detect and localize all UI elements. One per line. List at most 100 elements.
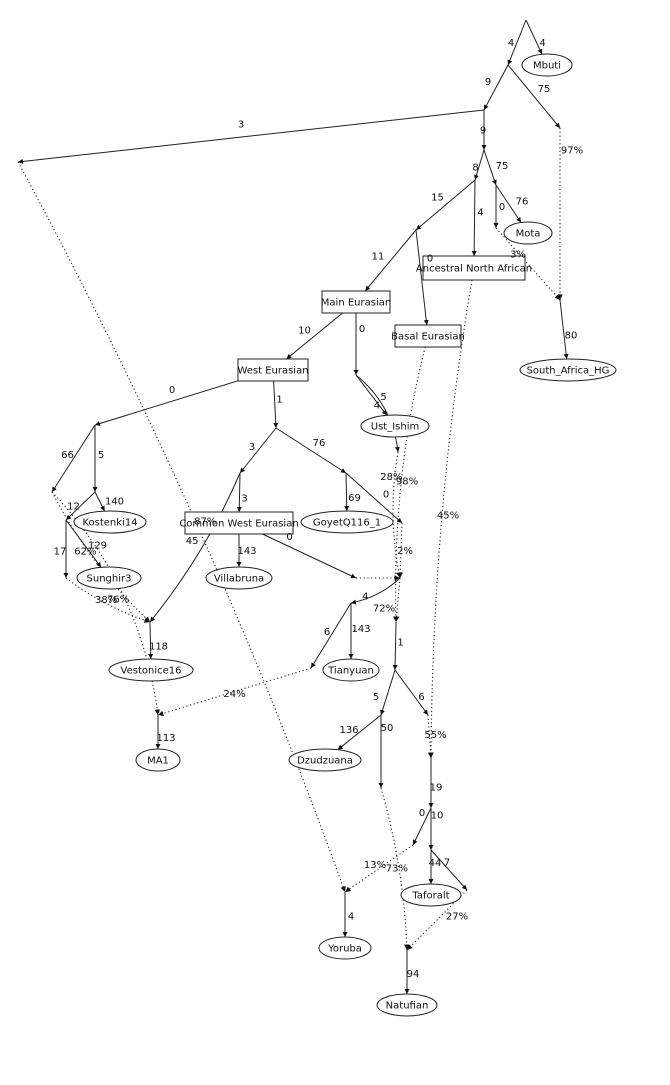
drift-edge-n2-n4 <box>17 109 485 164</box>
node-label-ust: Ust_Ishim <box>371 422 419 433</box>
drift-edge-n34-n35 <box>412 807 432 846</box>
edge-label-be_n26: 28% <box>380 472 402 483</box>
edge-label-n29_n30: 5 <box>373 692 379 703</box>
node-label-me: Main Eurasian <box>321 298 391 309</box>
drift-edge-n11-n12 <box>355 374 400 453</box>
node-sung-shape <box>76 566 142 590</box>
admixture-edge-n4-n38 <box>17 161 346 893</box>
drift-edge-n5-n6 <box>474 149 485 181</box>
node-be-box <box>394 324 462 348</box>
drift-edge-cwe-n23 <box>262 533 357 579</box>
edge-label-cwe_villa: 143 <box>237 546 256 557</box>
edge-label-n15_n21: 62% <box>74 547 96 558</box>
edge-label-n28_ma1: 113 <box>156 733 175 744</box>
node-me-box <box>321 290 391 314</box>
edge-label-n29_n31: 6 <box>418 692 424 703</box>
node-label-villa: Villabruna <box>214 574 264 585</box>
node-tian-shape <box>322 658 380 682</box>
node-label-sa: South_Africa_HG <box>527 366 610 377</box>
edge-label-n11_ust: 5 <box>380 392 386 403</box>
admixture-edge-n10-n9 <box>495 227 561 301</box>
node-we-box <box>237 358 309 382</box>
drift-edge-n19-cwe <box>236 472 242 513</box>
admixture-edge-n24-n26 <box>393 577 401 623</box>
drift-edge-n14-n19 <box>239 427 277 474</box>
node-label-ana: Ancestral North African <box>416 264 532 275</box>
node-label-mota: Mota <box>516 229 541 240</box>
edge-label-we_n14: 1 <box>276 395 282 406</box>
node-label-dzu: Dzudzuana <box>297 756 353 767</box>
edge-label-n12_n24: 98% <box>396 477 418 488</box>
edge-label-ana_n33: 45% <box>437 511 459 522</box>
drift-edge-n20-n22 <box>345 472 403 524</box>
drift-edge-n5-n7 <box>483 149 497 186</box>
node-label-sung: Sunghir3 <box>87 574 132 585</box>
edge-label-n31_n33: 55% <box>424 730 446 741</box>
drift-edge-we-n14 <box>273 380 279 429</box>
edge-label-n6_ana: 4 <box>477 208 483 219</box>
node-taf-shape <box>400 883 462 907</box>
edge-label-n39_nat: 94 <box>407 969 420 980</box>
edge-label-n16_n17: 12 <box>67 502 80 513</box>
node-ana-box <box>422 255 526 281</box>
edge-label-root_mbuti: 4 <box>539 38 545 49</box>
edge-label-n19_cwe: 3 <box>241 494 247 505</box>
drift-edge-n1-n3 <box>507 64 561 129</box>
node-villa-shape <box>205 566 273 590</box>
drift-edge-n6-n8 <box>415 179 476 231</box>
drift-edge-n6-ana <box>471 179 477 257</box>
admixture-edge-be-n26 <box>393 346 426 623</box>
edge-label-n38_yor: 4 <box>348 912 354 923</box>
edge-label-me_n11: 0 <box>359 324 365 335</box>
edge-label-n13_n15: 66 <box>61 450 74 461</box>
edge-label-n14_n20: 76 <box>313 438 326 449</box>
drift-edge-we-n13 <box>94 380 239 426</box>
node-label-yor: Yoruba <box>327 944 362 955</box>
edge-label-n13_n16: 5 <box>98 450 104 461</box>
edge-label-n16_kost: 140 <box>105 497 124 508</box>
edge-label-n8_be: 0 <box>427 254 433 265</box>
admixture-edge-n15-n21 <box>51 491 151 623</box>
edge-label-n6_n8: 15 <box>431 193 444 204</box>
edge-label-n27_n28: 24% <box>223 689 245 700</box>
node-label-we: West Eurasian <box>237 366 308 377</box>
drift-edge-n13-n15 <box>51 424 96 493</box>
nodes-layer <box>73 53 617 1017</box>
edge-label-cwe_n23: 0 <box>286 532 292 543</box>
node-label-mbuti: Mbuti <box>533 61 561 72</box>
node-label-vest: Vestonice16 <box>121 666 182 677</box>
drift-edge-n29-n31 <box>394 669 429 716</box>
node-label-taf: Taforalt <box>411 891 449 902</box>
node-yor-shape <box>318 936 372 960</box>
edge-label-n30_dzu: 136 <box>339 725 358 736</box>
edge-label-n11_n12: 4 <box>374 401 380 412</box>
node-mbuti-shape <box>521 53 573 77</box>
edge-label-n36_taf: 44 <box>429 858 442 869</box>
edge-label-n1_n2: 9 <box>485 77 491 88</box>
drift-edge-n8-be <box>415 229 429 326</box>
node-mota-shape <box>503 221 553 245</box>
drift-edge-n24-n25 <box>350 577 401 605</box>
node-label-goyet: GoyetQ116_1 <box>313 518 381 529</box>
drift-edge-n1-n2 <box>483 64 509 111</box>
node-cwe-box <box>184 511 294 535</box>
drift-edge-n16-kost <box>94 491 106 512</box>
drift-edge-n9-sa <box>559 299 569 360</box>
edge-label-n2_n5: 9 <box>480 126 486 137</box>
edge-label-n9_sa: 80 <box>565 331 578 342</box>
drift-edge-n7-mota <box>495 184 522 223</box>
drift-edge-n11-ust <box>355 374 388 416</box>
edge-label-n24_n25: 4 <box>362 592 368 603</box>
edge-label-n18_n21: 38% <box>95 595 117 606</box>
edge-label-n25_n27: 6 <box>324 627 330 638</box>
admixture-edge-n22-n24 <box>397 522 403 579</box>
edge-label-n35_n38: 13% <box>364 860 386 871</box>
edge-label-n2_n4: 3 <box>238 120 244 131</box>
drift-edge-n26-n29 <box>392 621 398 671</box>
edge-label-root_left: 4 <box>508 38 514 49</box>
edge-label-n4_n38: 87% <box>194 516 216 527</box>
edge-label-n37_n39: 27% <box>446 912 468 923</box>
